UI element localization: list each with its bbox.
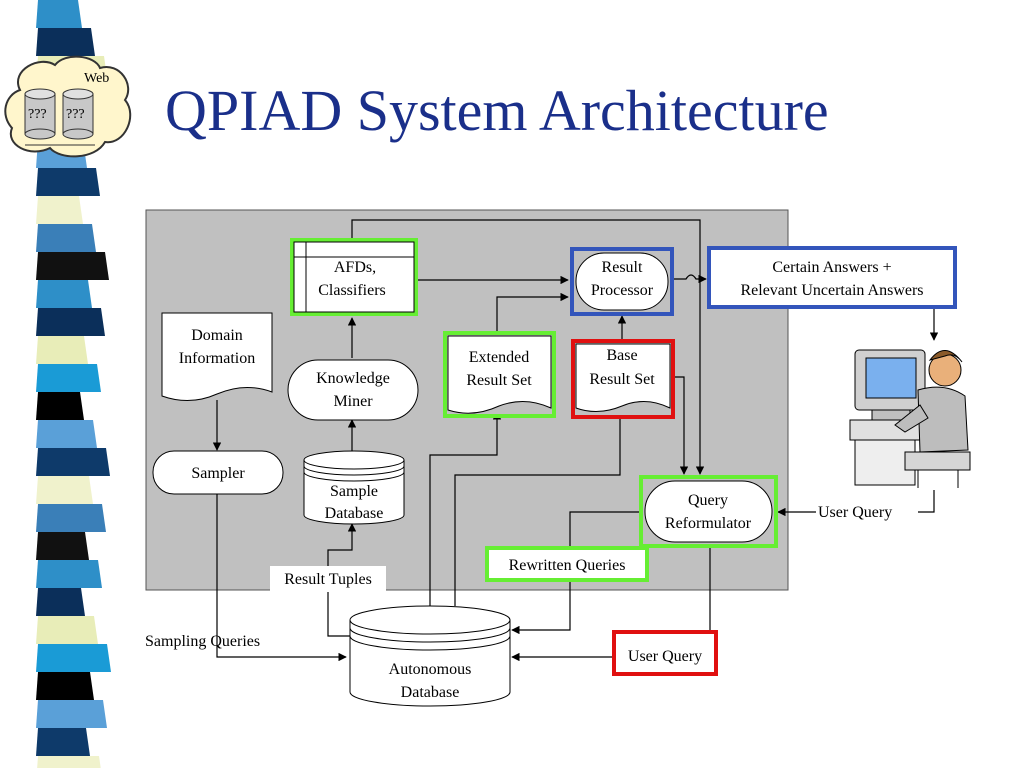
- query-reformulator-label-1: Query: [688, 492, 728, 509]
- result-tuples-label: Result Tuples: [284, 571, 372, 588]
- stripe-band: [36, 392, 84, 420]
- sample-db-label-1: Sample: [330, 483, 378, 500]
- result-processor-label-1: Result: [602, 259, 643, 276]
- answers-label-1: Certain Answers +: [772, 259, 891, 276]
- domain-info-label-1: Domain: [191, 327, 243, 344]
- logo-db-label-1: ???: [28, 107, 47, 122]
- stripe-band: [36, 308, 105, 336]
- sampler-label: Sampler: [191, 465, 245, 482]
- base-label-1: Base: [606, 347, 637, 364]
- logo-web-label: Web: [84, 71, 109, 86]
- stripe-band: [36, 560, 102, 588]
- base-label-2: Result Set: [589, 371, 655, 388]
- sample-db-label-2: Database: [325, 505, 384, 522]
- afds-label-2: Classifiers: [318, 282, 386, 299]
- knowledge-miner-label-1: Knowledge: [316, 370, 390, 387]
- extended-label-1: Extended: [469, 349, 529, 366]
- rewritten-queries-label: Rewritten Queries: [509, 557, 626, 574]
- knowledge-miner-box: Knowledge Miner: [287, 359, 419, 421]
- user-computer-icon: [849, 349, 971, 488]
- stripe-band: [36, 644, 111, 672]
- stripe-band: [36, 532, 89, 560]
- user-query-in-label: User Query: [818, 504, 892, 521]
- base-result-set-box: Base Result Set: [571, 339, 675, 419]
- domain-info-label-2: Information: [179, 350, 255, 367]
- stripe-band: [36, 168, 100, 196]
- user-query-out-label: User Query: [628, 648, 702, 665]
- database-icon: ???: [24, 88, 56, 140]
- query-reformulator-box: Query Reformulator: [639, 475, 778, 548]
- sampler-box: Sampler: [152, 450, 284, 495]
- result-processor-label-2: Processor: [591, 282, 654, 299]
- stripe-band: [36, 196, 83, 224]
- stripe-band: [36, 448, 110, 476]
- answers-box: Certain Answers + Relevant Uncertain Ans…: [707, 246, 957, 309]
- extended-label-2: Result Set: [466, 372, 532, 389]
- stripe-band: [36, 224, 96, 252]
- stripe-band: [36, 280, 92, 308]
- stripe-band: [36, 700, 107, 728]
- stripe-band: [36, 0, 82, 28]
- user-query-out-box: User Query: [612, 630, 718, 676]
- sampling-queries-label: Sampling Queries: [145, 633, 260, 650]
- stripe-band: [36, 336, 88, 364]
- afds-label-1: AFDs,: [334, 259, 376, 276]
- web-cloud-logo: Web ??? ???: [4, 55, 132, 158]
- sample-database-cylinder: Sample Database: [303, 450, 405, 525]
- stripe-band: [36, 616, 98, 644]
- autonomous-db-label-2: Database: [401, 684, 460, 701]
- rewritten-queries-box: Rewritten Queries: [485, 546, 649, 582]
- stripe-band: [36, 28, 95, 56]
- stripe-band: [36, 588, 85, 616]
- stripe-band: [36, 252, 109, 280]
- slide-title: QPIAD System Architecture: [165, 78, 829, 143]
- domain-information-box: Domain Information: [161, 312, 273, 401]
- logo-db-label-2: ???: [66, 107, 85, 122]
- stripe-band: [36, 476, 93, 504]
- stripe-band: [36, 420, 97, 448]
- stripe-band: [36, 504, 106, 532]
- knowledge-miner-label-2: Miner: [333, 393, 373, 410]
- result-processor-box: Result Processor: [570, 247, 674, 316]
- stripe-band: [37, 756, 101, 768]
- afds-classifiers-box: AFDs, Classifiers: [290, 238, 418, 316]
- stripe-band: [36, 364, 101, 392]
- stripe-band: [36, 728, 90, 756]
- result-tuples-label-box: Result Tuples: [270, 566, 386, 592]
- answers-label-2: Relevant Uncertain Answers: [740, 282, 923, 299]
- connectors: [212, 219, 939, 662]
- autonomous-db-label-1: Autonomous: [389, 661, 472, 678]
- autonomous-database-cylinder: Autonomous Database: [349, 605, 511, 707]
- stripe-band: [36, 672, 94, 700]
- database-icon: ???: [62, 88, 94, 140]
- extended-result-set-box: Extended Result Set: [443, 331, 556, 418]
- query-reformulator-label-2: Reformulator: [665, 515, 752, 532]
